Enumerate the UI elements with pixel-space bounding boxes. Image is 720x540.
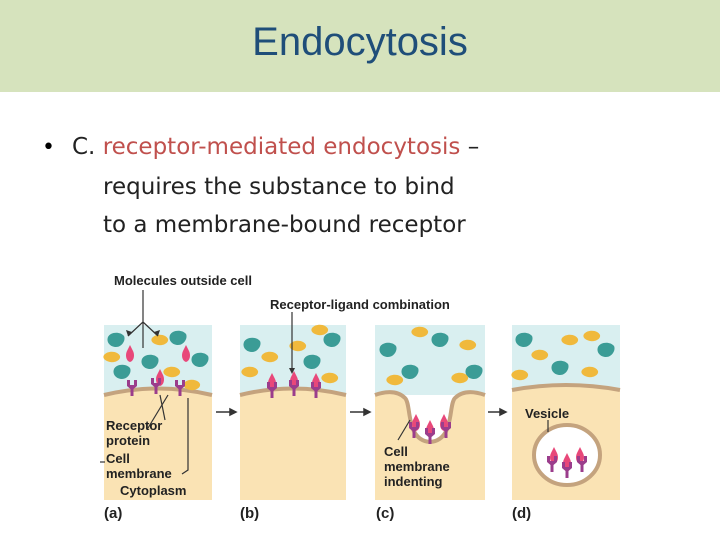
label-indent-3: indenting [384, 474, 443, 489]
label-receptor-ligand: Receptor-ligand combination [270, 297, 450, 312]
panel-label-c: (c) [376, 505, 394, 522]
panel-label-b: (b) [240, 505, 259, 522]
panel-b [240, 325, 346, 500]
panel-label-a: (a) [104, 505, 122, 522]
label-vesicle: Vesicle [525, 406, 569, 421]
label-indent-1: Cell [384, 444, 408, 459]
label-cell-membrane-2: membrane [106, 466, 172, 481]
panel-label-d: (d) [512, 505, 531, 522]
label-molecules-outside: Molecules outside cell [114, 273, 252, 288]
label-receptor-protein-2: protein [106, 433, 150, 448]
label-indent-2: membrane [384, 459, 450, 474]
label-cell-membrane-1: Cell [106, 451, 130, 466]
label-cytoplasm: Cytoplasm [120, 483, 186, 498]
label-receptor-protein-1: Receptor [106, 418, 162, 433]
